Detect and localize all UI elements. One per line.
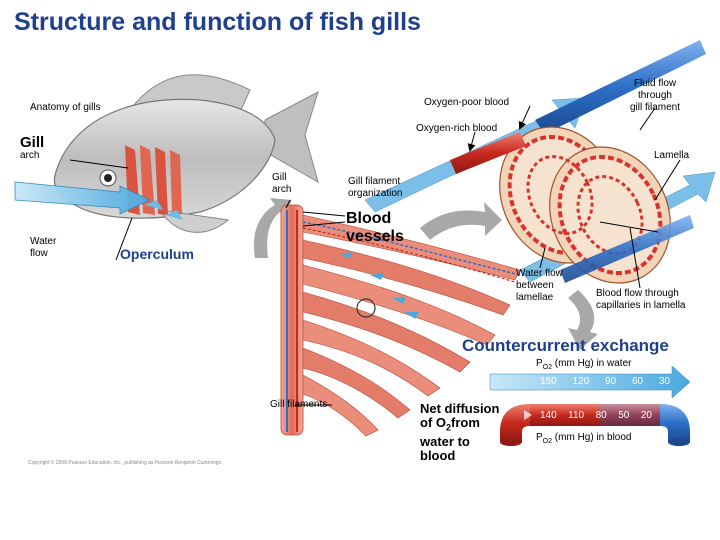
net-diffusion-line3: water to <box>420 433 470 449</box>
oxygen-poor-label: Oxygen-poor blood <box>424 97 510 108</box>
po2-subscript: O2 <box>542 364 553 371</box>
water-po2-values: 150 120 90 60 30 <box>540 376 670 388</box>
po2-water-text: (mm Hg) in water <box>554 358 632 369</box>
po2-blood-label: PO2 (mm Hg) in blood <box>536 432 632 448</box>
net-diffusion-from: from <box>451 415 480 430</box>
anatomy-label: Anatomy of gills <box>30 102 101 113</box>
water-value: 60 <box>631 376 644 387</box>
copyright-notice: Copyright © 2008 Pearson Education, Inc.… <box>28 460 223 466</box>
countercurrent-diagram <box>489 365 691 446</box>
lamella-closeup <box>364 40 716 289</box>
gill-filaments-label: Gill filaments <box>270 399 328 410</box>
net-diffusion-label: Net diffusion of O2from water to blood <box>420 402 499 463</box>
blood-value: 140 <box>540 410 557 421</box>
gill-filament-organization <box>280 204 521 437</box>
blood-capillaries-label: Blood flow through capillaries in lamell… <box>596 288 686 311</box>
water-flow-label: Water flow <box>30 236 57 259</box>
water-value: 120 <box>572 376 590 387</box>
gill-arch-label: Gill arch <box>272 172 292 195</box>
net-diffusion-subscript: 2 <box>446 422 452 433</box>
blood-value: 110 <box>568 410 585 421</box>
water-between-lamellae-label: Water flow between lamellae <box>516 268 563 303</box>
water-po2-arrow <box>489 365 691 399</box>
blood-vessels-label: Blood vessels <box>346 210 404 245</box>
blood-value: 50 <box>618 410 630 421</box>
filament-organization-label: Gill filament organization <box>348 176 403 199</box>
page-title: Structure and function of fish gills <box>14 8 421 36</box>
net-diffusion-line4: blood <box>420 447 456 463</box>
fluid-flow-label: Fluid flow through gill filament <box>629 78 681 113</box>
oxygen-rich-label: Oxygen-rich blood <box>416 123 498 134</box>
blood-value: 20 <box>640 410 652 421</box>
net-diffusion-of-o: of O <box>420 415 446 430</box>
lamella-label: Lamella <box>654 150 690 161</box>
operculum-label: Operculum <box>120 246 194 262</box>
po2-symbol: P <box>536 432 543 443</box>
po2-blood-text: (mm Hg) in blood <box>554 432 632 443</box>
po2-subscript: O2 <box>542 438 553 445</box>
net-diffusion-line1: Net diffusion <box>420 401 500 416</box>
water-value: 150 <box>540 376 557 387</box>
fish-illustration <box>14 74 319 233</box>
po2-symbol: P <box>536 358 543 369</box>
countercurrent-title: Countercurrent exchange <box>462 336 669 355</box>
arch-label: arch <box>20 150 40 161</box>
blood-po2-values: 140 110 80 50 20 <box>540 410 652 422</box>
net-diffusion-line2: of O2from <box>420 416 499 435</box>
gill-label: Gill <box>20 134 45 151</box>
water-value: 30 <box>658 376 670 387</box>
po2-water-label: PO2 (mm Hg) in water <box>536 358 631 374</box>
blood-value: 80 <box>595 410 607 421</box>
water-value: 90 <box>605 376 617 387</box>
